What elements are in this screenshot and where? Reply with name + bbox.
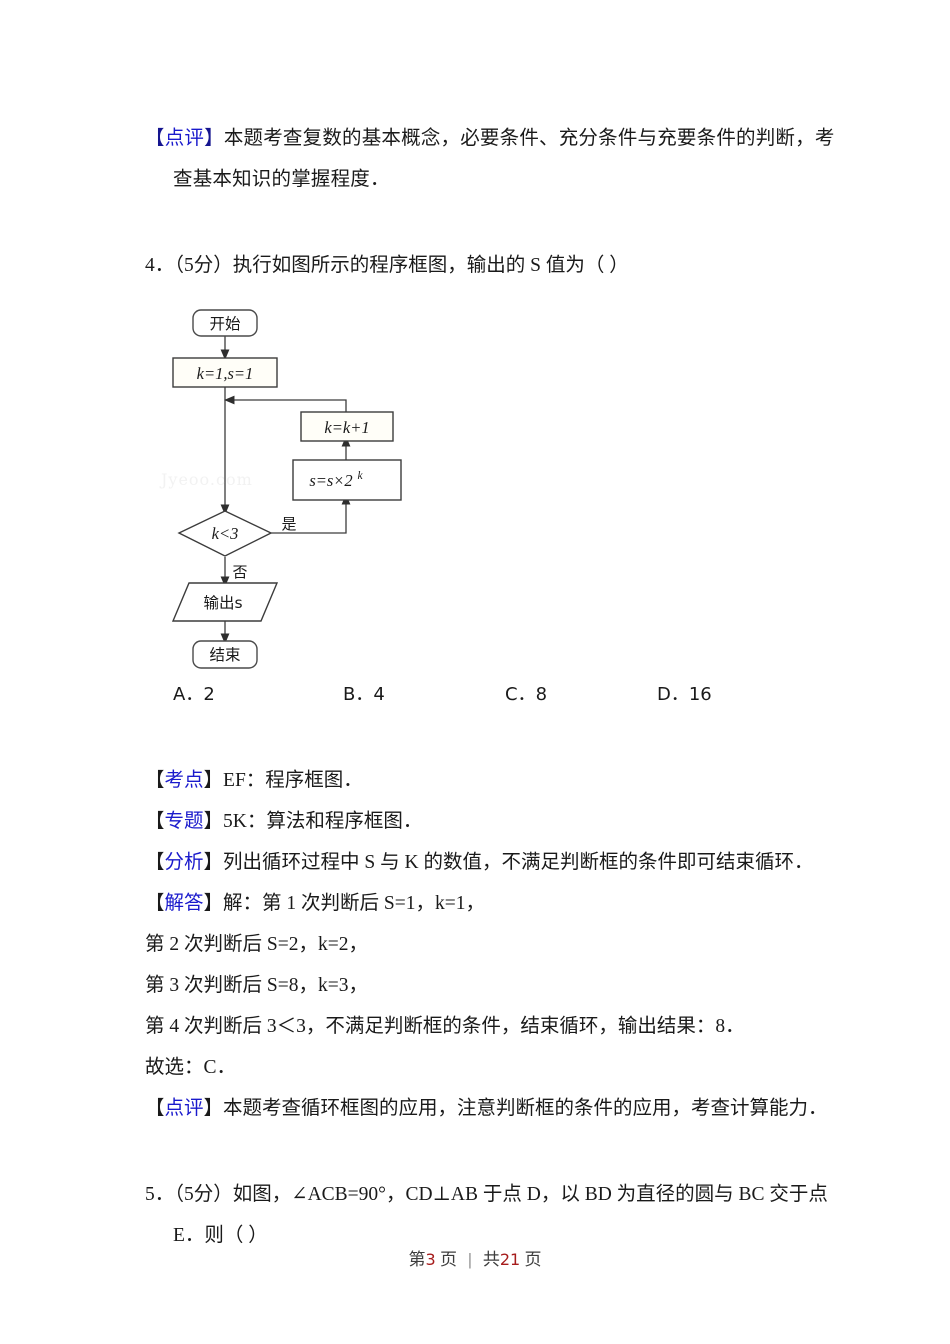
flow-edge-label-yes: 是 (281, 515, 296, 533)
jieda-line-3: 第 3 次判断后 S=8，k=3， (145, 965, 845, 1006)
comment-previous-question: 【点评】本题考查复数的基本概念，必要条件、充分条件与充要条件的判断，考 (145, 118, 845, 159)
flow-node-init-shape (172, 357, 278, 388)
question-5-text-2: E．则（ ） (173, 1225, 268, 1246)
fenxi-text: 列出循环过程中 S 与 K 的数值，不满足判断框的条件即可结束循环． (223, 852, 814, 873)
footer-unit-2: 页 (524, 1250, 542, 1269)
flow-node-accumulate-exponent: k (357, 470, 363, 482)
flowchart-program-diagram: Jyeoo.com (153, 292, 433, 672)
page-content: 【点评】本题考查复数的基本概念，必要条件、充分条件与充要条件的判断，考 查基本知… (145, 0, 845, 1256)
jieda-text-2: 第 2 次判断后 S=2，k=2， (145, 934, 368, 955)
dianping-label: 【点评】 (145, 1098, 224, 1119)
jieda-line-1: 【解答】解：第 1 次判断后 S=1，k=1， (145, 883, 845, 924)
fenxi-line: 【分析】列出循环过程中 S 与 K 的数值，不满足判断框的条件即可结束循环． (145, 842, 845, 883)
kaodian-label: 【考点】 (145, 770, 224, 791)
question-5-line-2: E．则（ ） (145, 1215, 845, 1256)
footer-separator: | (468, 1250, 472, 1269)
jieda-text-4: 第 4 次判断后 3＜3，不满足判断框的条件，结束循环，输出结果：8． (145, 1016, 745, 1037)
question-4-text: 4．（5分）执行如图所示的程序框图，输出的 S 值为（ ） (145, 255, 629, 276)
flowchart-svg: 开始 k=1,s=1 k=k+1 s=s×2 k k<3 是 否 (171, 309, 402, 669)
zhuanti-text: 5K：算法和程序框图． (223, 811, 423, 832)
zhuanti-label: 【专题】 (145, 811, 224, 832)
footer-prefix: 第 (408, 1250, 426, 1269)
flow-node-init-label: k=1,s=1 (197, 364, 254, 383)
flow-node-increment-label: k=k+1 (324, 418, 369, 437)
question-5-line-1: 5．（5分）如图，∠ACB=90°，CD⊥AB 于点 D，以 BD 为直径的圆与… (145, 1174, 845, 1215)
flow-node-accumulate-label: s=s×2 (309, 471, 352, 490)
zhuanti-line: 【专题】5K：算法和程序框图． (145, 801, 845, 842)
flow-node-start-label: 开始 (209, 315, 241, 333)
flow-node-output-label: 输出s (203, 594, 242, 612)
question-5-text-1: 5．（5分）如图，∠ACB=90°，CD⊥AB 于点 D，以 BD 为直径的圆与… (145, 1184, 828, 1205)
dianping-text: 本题考查循环框图的应用，注意判断框的条件的应用，考查计算能力． (223, 1098, 828, 1119)
comment-label: 【点评】 (145, 128, 224, 149)
jieda-line-5: 故选：C． (145, 1047, 845, 1088)
dianping-line: 【点评】本题考查循环框图的应用，注意判断框的条件的应用，考查计算能力． (145, 1088, 845, 1129)
answer-options-row: A．2 B．4 C．8 D．16 (145, 680, 845, 718)
flow-node-accumulate-shape (292, 459, 402, 501)
comment-line-1: 本题考查复数的基本概念，必要条件、充分条件与充要条件的判断，考 (223, 128, 835, 149)
flow-node-start-shape (192, 309, 258, 337)
option-c[interactable]: C．8 (505, 684, 548, 705)
option-b[interactable]: B．4 (343, 684, 385, 705)
flow-node-end-label: 结束 (209, 646, 240, 664)
jieda-line-4: 第 4 次判断后 3＜3，不满足判断框的条件，结束循环，输出结果：8． (145, 1006, 845, 1047)
flow-node-increment-shape (300, 411, 394, 442)
footer-unit-1: 页 (439, 1250, 457, 1269)
footer-total-pages: 21 (499, 1250, 521, 1269)
jieda-text-3: 第 3 次判断后 S=8，k=3， (145, 975, 368, 996)
flow-node-end-shape (192, 640, 258, 669)
option-a[interactable]: A．2 (173, 684, 215, 705)
question-4-heading: 4．（5分）执行如图所示的程序框图，输出的 S 值为（ ） (145, 245, 845, 286)
page-footer: 第3 页 | 共21 页 (0, 1245, 950, 1270)
kaodian-text: EF：程序框图． (223, 770, 363, 791)
flow-node-decision-label: k<3 (212, 524, 239, 543)
option-d[interactable]: D．16 (657, 684, 712, 705)
footer-page-number: 3 (425, 1250, 436, 1269)
flow-edge-label-no: 否 (232, 563, 247, 581)
jieda-label: 【解答】 (145, 893, 224, 914)
flow-node-output-shape (171, 582, 279, 622)
flow-node-decision-shape (177, 510, 273, 557)
jieda-text-5: 故选：C． (145, 1057, 237, 1078)
jieda-text-1: 解：第 1 次判断后 S=1，k=1， (223, 893, 486, 914)
jieda-line-2: 第 2 次判断后 S=2，k=2， (145, 924, 845, 965)
kaodian-line: 【考点】EF：程序框图． (145, 760, 845, 801)
footer-total-prefix: 共 (482, 1250, 500, 1269)
comment-previous-line-2: 查基本知识的掌握程度． (145, 159, 845, 200)
fenxi-label: 【分析】 (145, 852, 224, 873)
comment-line-2: 查基本知识的掌握程度． (173, 169, 390, 190)
